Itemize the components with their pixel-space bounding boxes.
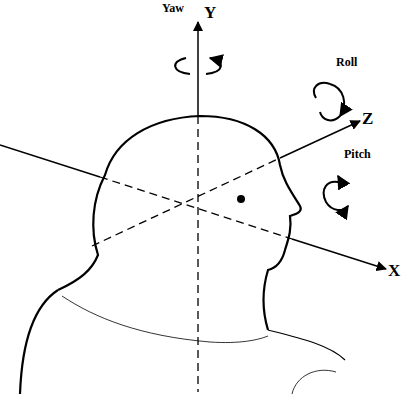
roll-rotation-arrow (330, 84, 344, 116)
collar-line (62, 296, 268, 343)
shoulder-outline (268, 330, 345, 360)
yaw-rotation-arrow (175, 58, 221, 74)
axis-label: Z (362, 110, 373, 127)
x-axis-dashed (100, 177, 292, 239)
pitch-rotation-arrow (338, 176, 342, 183)
x-axis (292, 239, 386, 269)
axis-label: Y (204, 4, 216, 21)
roll-rotation-arrow (314, 83, 340, 120)
rotation-label: Yaw (162, 2, 184, 14)
rotation-label: Roll (336, 56, 357, 68)
x-axis (0, 145, 100, 177)
y-axis-dashed (197, 116, 198, 392)
arm-line (292, 370, 336, 394)
axis-label: X (388, 262, 400, 279)
shoulder-outline (20, 290, 58, 394)
rotation-label: Pitch (344, 148, 371, 160)
pitch-rotation-arrow (324, 182, 348, 210)
z-axis-dashed (92, 158, 280, 246)
eye (237, 195, 245, 203)
head-outline (58, 116, 301, 330)
y-axis (197, 22, 199, 116)
